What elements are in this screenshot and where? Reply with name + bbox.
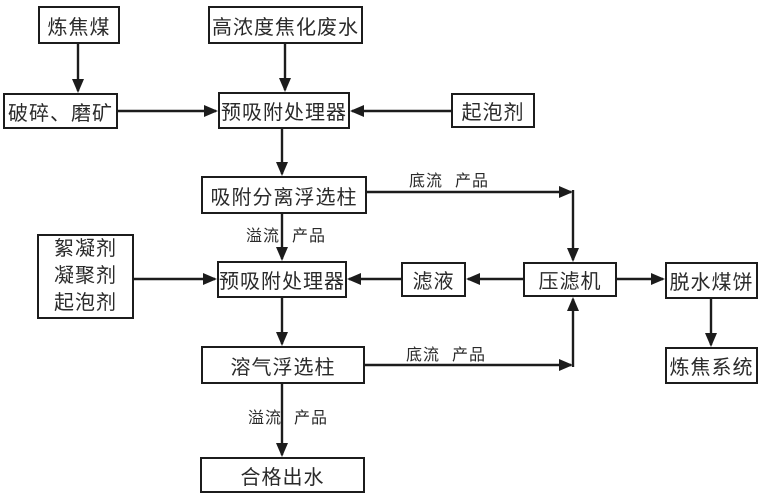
node-daf-column: 溶气浮选柱	[201, 346, 365, 384]
node-crushing-grinding: 破碎、磨矿	[3, 93, 118, 129]
node-preadsorber-2: 预吸附处理器	[217, 261, 347, 298]
label-overflow-product-1: 溢流 产品	[246, 228, 327, 245]
reagent-line-coagulant: 凝聚剂	[54, 265, 117, 287]
label-underflow-product-1: 底流 产品	[409, 173, 490, 190]
node-filter-press: 压滤机	[523, 262, 617, 297]
node-adsorption-flotation-column: 吸附分离浮选柱	[201, 176, 367, 214]
node-dewatered-cake: 脱水煤饼	[665, 262, 758, 299]
reagent-line-flocculant: 絮凝剂	[54, 238, 117, 260]
reagent-line-foaming: 起泡剂	[54, 292, 117, 314]
label-overflow-product-2: 溢流 产品	[248, 410, 329, 427]
node-wastewater: 高浓度焦化废水	[208, 6, 363, 44]
label-underflow-product-2: 底流 产品	[406, 347, 487, 364]
node-filtrate: 滤液	[401, 262, 466, 297]
node-coking-system: 炼焦系统	[665, 347, 758, 384]
node-foaming-agent: 起泡剂	[451, 93, 535, 128]
node-preadsorber-1: 预吸附处理器	[218, 92, 350, 129]
node-qualified-effluent: 合格出水	[200, 457, 365, 493]
node-reagents: 絮凝剂 凝聚剂 起泡剂	[37, 234, 134, 319]
node-coking-coal: 炼焦煤	[38, 6, 120, 44]
